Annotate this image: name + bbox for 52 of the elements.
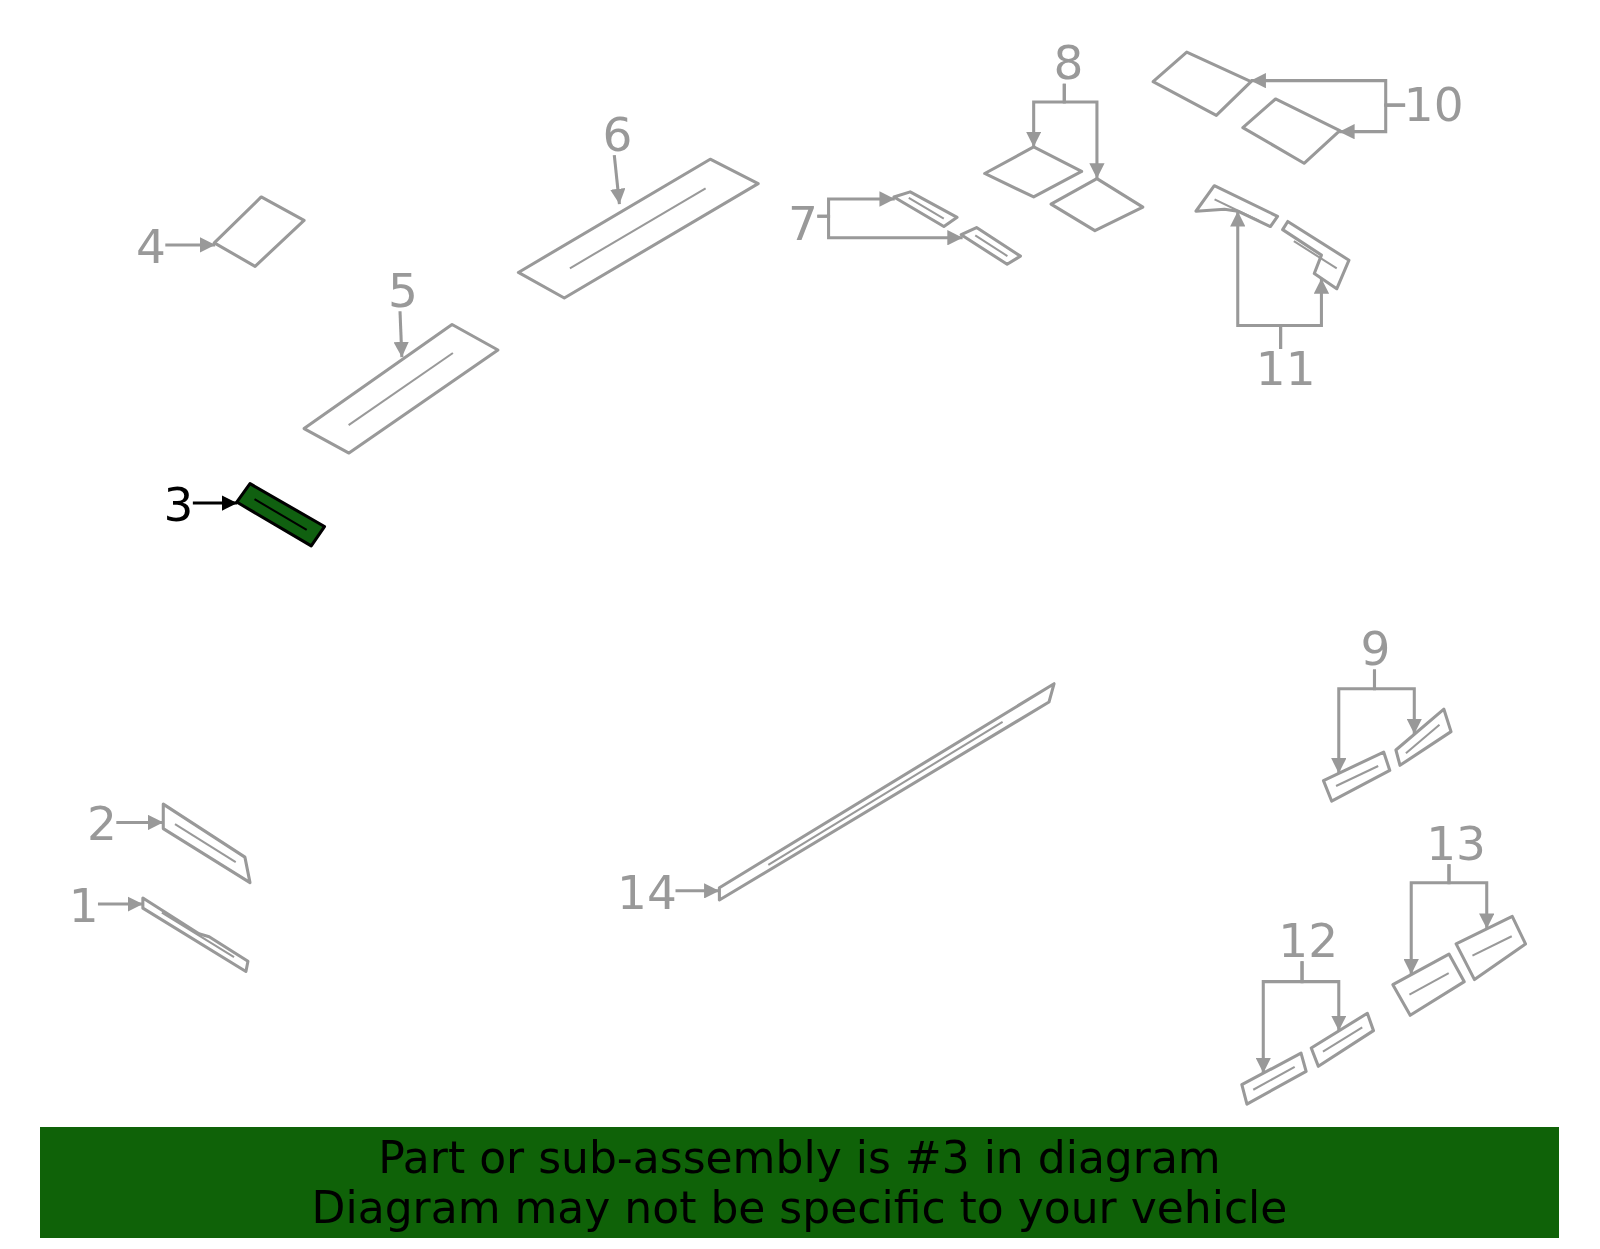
callout-number: 5 (388, 270, 418, 312)
notice-text: Part or sub-assembly is #3 in diagram (378, 1132, 1221, 1183)
part-drawing (1394, 707, 1453, 767)
callout-number: 3 (164, 484, 193, 526)
callout-number: 9 (1361, 628, 1390, 670)
part-drawing (1151, 50, 1253, 117)
leader-line (165, 237, 216, 253)
leader-line (192, 495, 238, 511)
callout-number: 14 (618, 872, 676, 914)
leader-line (817, 214, 963, 246)
callout-number: 1 (69, 885, 98, 927)
leader-line (675, 883, 720, 899)
leader-line (393, 311, 409, 358)
callout-number: 11 (1257, 348, 1315, 390)
callout-number: 12 (1279, 920, 1337, 962)
callout-number: 4 (136, 226, 166, 268)
part-drawing (141, 896, 250, 973)
callout-number: 7 (788, 204, 818, 245)
leader-line (1447, 864, 1495, 929)
callout-number: 13 (1427, 823, 1485, 865)
part-drawing (302, 322, 500, 455)
notice-text: Diagram may not be specific to your vehicle (311, 1182, 1288, 1233)
leader-line (1372, 669, 1422, 735)
part-drawing (717, 682, 1056, 902)
part-drawing (1281, 219, 1351, 291)
part-drawing (983, 145, 1084, 199)
part-drawing (1321, 750, 1392, 803)
part-drawing (1241, 97, 1342, 165)
part-drawing (212, 195, 306, 268)
callout-number: 8 (1054, 42, 1083, 84)
callout-number: 10 (1405, 84, 1463, 126)
part-drawing (161, 802, 252, 885)
callout-number: 2 (87, 804, 117, 845)
leader-line (97, 896, 143, 912)
leader-line (1062, 83, 1105, 179)
part-drawing (1194, 184, 1280, 229)
leader-line (1339, 103, 1406, 140)
leader-line (1279, 278, 1330, 349)
part-drawing (959, 226, 1022, 266)
leader-line (610, 154, 626, 205)
part-drawing (1454, 914, 1528, 982)
leader-line (116, 814, 164, 831)
part-drawing (516, 157, 760, 300)
part-drawing (1309, 1011, 1375, 1068)
part-drawing (892, 190, 959, 229)
part-drawing (235, 482, 326, 548)
part-drawing (1049, 177, 1145, 233)
leader-line (1300, 961, 1347, 1031)
part-drawing (1240, 1051, 1308, 1106)
callout-number: 6 (603, 114, 632, 156)
part-drawing (1391, 952, 1466, 1017)
notice-banner (40, 1127, 1559, 1238)
